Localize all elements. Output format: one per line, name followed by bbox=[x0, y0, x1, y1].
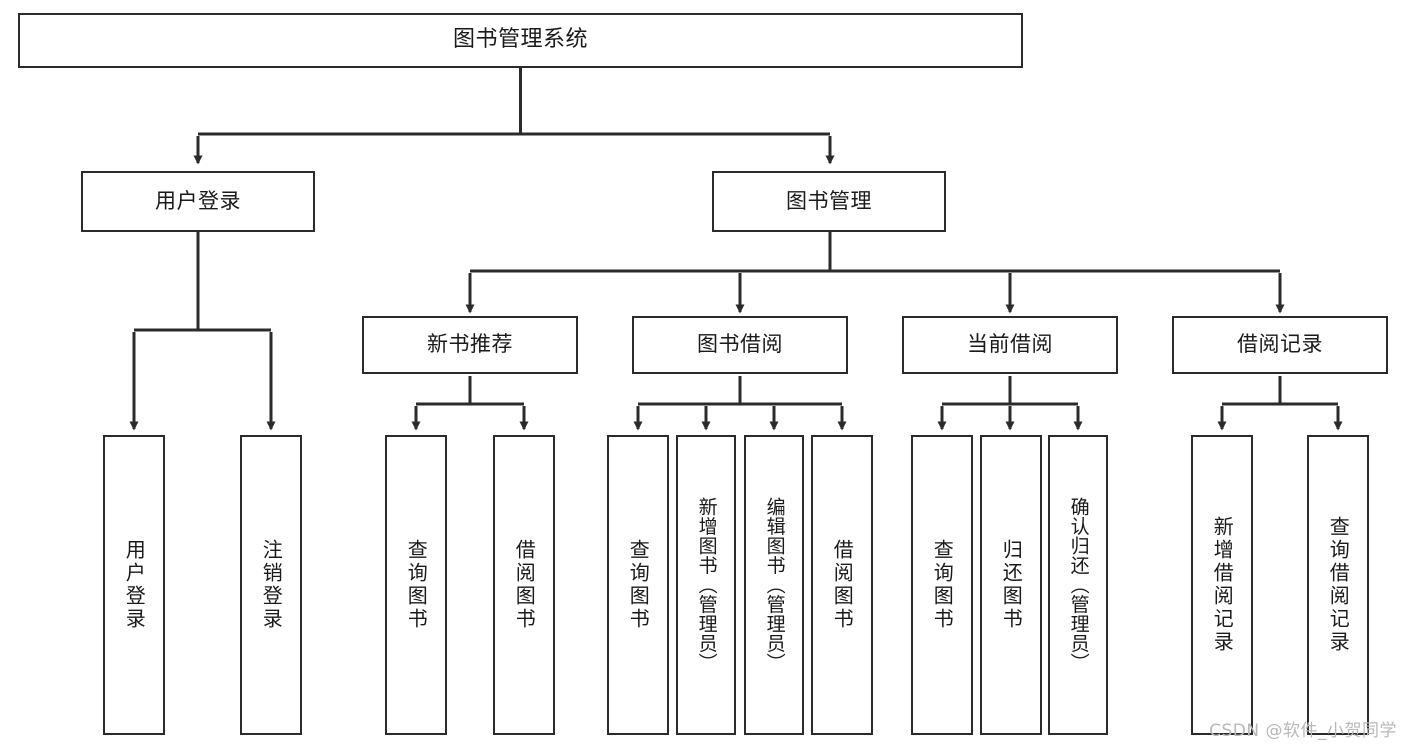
leaf-recommend-query-book[interactable]: 查询图书 bbox=[385, 435, 447, 735]
leaf-user-login-login[interactable]: 用户登录 bbox=[103, 435, 165, 735]
leaf-record-query-record[interactable]: 查询借阅记录 bbox=[1307, 435, 1369, 735]
node-label: 查询图书 bbox=[930, 539, 955, 631]
node-label: 查询图书 bbox=[404, 539, 429, 631]
node-root-system[interactable]: 图书管理系统 bbox=[18, 13, 1023, 68]
node-label: 新书推荐 bbox=[427, 332, 513, 357]
leaf-borrow-borrow-book[interactable]: 借阅图书 bbox=[811, 435, 873, 735]
node-label: 图书管理系统 bbox=[452, 27, 588, 53]
node-label: 当前借阅 bbox=[967, 332, 1053, 357]
csdn-watermark: CSDN @软件_小贺同学 bbox=[1209, 721, 1397, 741]
leaf-borrow-edit-book-admin[interactable]: 编辑图书（管理员） bbox=[744, 435, 804, 735]
leaf-borrow-query-book[interactable]: 查询图书 bbox=[607, 435, 669, 735]
node-label: 借阅图书 bbox=[512, 539, 537, 631]
node-label: 新增图书（管理员） bbox=[695, 497, 718, 673]
node-book-management[interactable]: 图书管理 bbox=[712, 171, 946, 232]
node-label: 图书管理 bbox=[786, 188, 872, 213]
node-label: 新增借阅记录 bbox=[1210, 516, 1235, 654]
node-label: 用户登录 bbox=[122, 539, 147, 631]
node-current-borrow[interactable]: 当前借阅 bbox=[902, 316, 1118, 374]
node-book-borrow[interactable]: 图书借阅 bbox=[632, 316, 848, 374]
node-label: 查询借阅记录 bbox=[1326, 516, 1351, 654]
node-label: 查询图书 bbox=[626, 539, 651, 631]
node-borrow-record[interactable]: 借阅记录 bbox=[1172, 316, 1388, 374]
leaf-recommend-borrow-book[interactable]: 借阅图书 bbox=[493, 435, 555, 735]
leaf-user-login-logout[interactable]: 注销登录 bbox=[240, 435, 302, 735]
node-label: 注销登录 bbox=[259, 539, 284, 631]
node-user-login[interactable]: 用户登录 bbox=[81, 171, 315, 232]
node-label: 借阅记录 bbox=[1237, 332, 1323, 357]
node-new-book-recommend[interactable]: 新书推荐 bbox=[362, 316, 578, 374]
leaf-record-add-record[interactable]: 新增借阅记录 bbox=[1191, 435, 1253, 735]
node-label: 借阅图书 bbox=[830, 539, 855, 631]
leaf-borrow-add-book-admin[interactable]: 新增图书（管理员） bbox=[676, 435, 736, 735]
node-label: 确认归还（管理员） bbox=[1067, 497, 1090, 673]
node-label: 编辑图书（管理员） bbox=[763, 497, 786, 673]
node-label: 用户登录 bbox=[155, 188, 241, 213]
leaf-current-query-book[interactable]: 查询图书 bbox=[911, 435, 973, 735]
leaf-current-confirm-return-admin[interactable]: 确认归还（管理员） bbox=[1048, 435, 1108, 735]
node-label: 归还图书 bbox=[999, 539, 1024, 631]
node-label: 图书借阅 bbox=[697, 332, 783, 357]
leaf-current-return-book[interactable]: 归还图书 bbox=[980, 435, 1042, 735]
